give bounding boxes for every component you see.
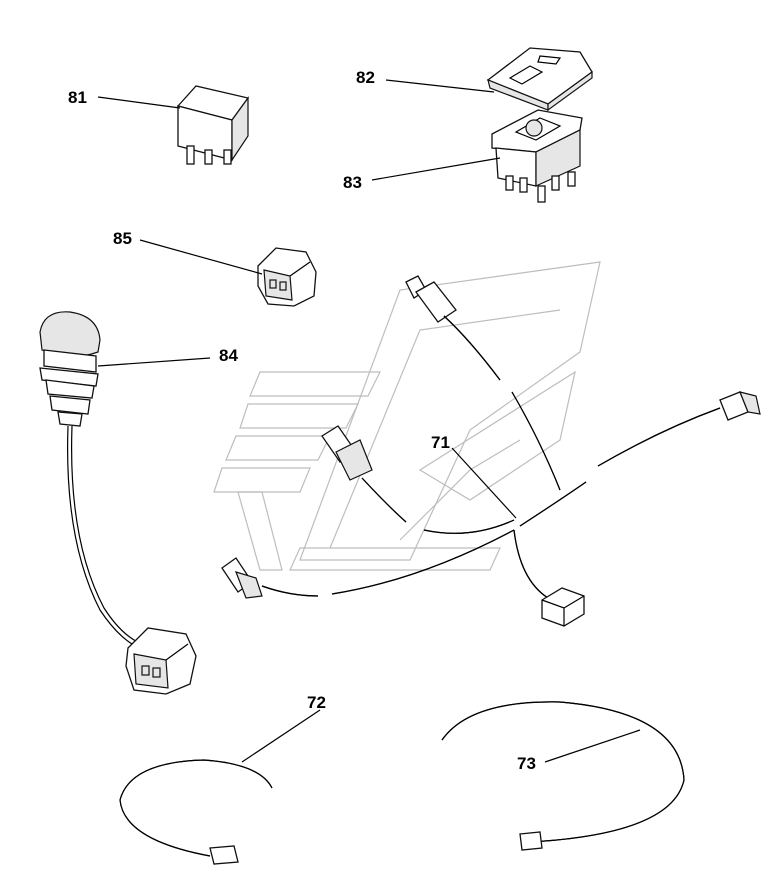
callout-85: 85 [113, 229, 132, 248]
callout-81: 81 [68, 88, 87, 107]
connector-85[interactable] [257, 247, 317, 307]
callout-83: 83 [343, 173, 362, 192]
callout-72: 72 [307, 693, 326, 712]
callout-84: 84 [219, 346, 238, 365]
push-button-84[interactable] [39, 311, 197, 695]
rocker-switch-83[interactable] [491, 109, 583, 203]
watermark-logo [213, 261, 601, 571]
callout-82: 82 [356, 68, 375, 87]
callout-labels: 81 82 83 85 84 71 72 73 [68, 68, 536, 773]
wiring-harness-71[interactable] [221, 275, 761, 627]
callout-73: 73 [517, 754, 536, 773]
relay-81[interactable] [176, 85, 250, 165]
callout-71: 71 [431, 433, 450, 452]
cable-tie-72[interactable] [119, 759, 273, 865]
leader-lines [97, 79, 641, 763]
switch-cover-82[interactable] [486, 47, 593, 112]
cable-tie-73[interactable] [441, 701, 685, 851]
